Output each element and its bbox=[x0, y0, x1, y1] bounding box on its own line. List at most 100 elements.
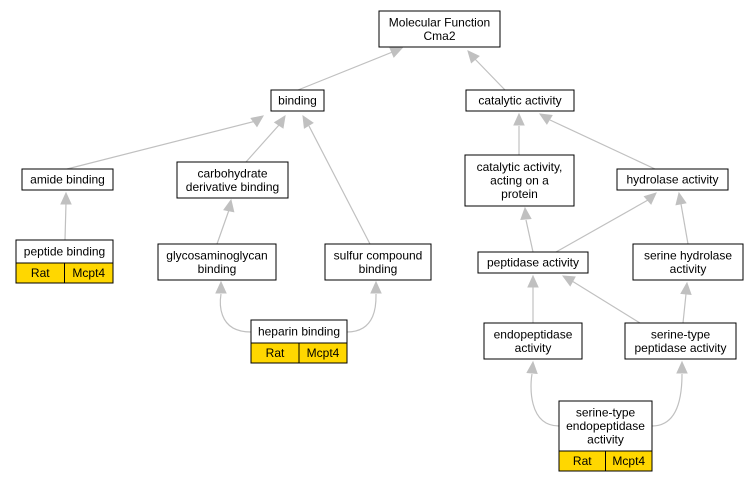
node-box bbox=[483, 322, 583, 360]
node-box bbox=[616, 168, 729, 191]
arrowhead bbox=[538, 113, 553, 125]
node-box bbox=[157, 243, 277, 281]
arrowhead bbox=[676, 360, 688, 374]
arrowhead bbox=[467, 50, 480, 64]
node-label-line: endopeptidase bbox=[566, 419, 645, 433]
node-peptidase[interactable]: peptidase activity bbox=[477, 251, 589, 274]
edge-serhydro-hydro bbox=[675, 191, 689, 245]
tag-cell bbox=[605, 450, 653, 472]
edge-peptide-amide bbox=[60, 191, 72, 241]
tag-label: Mcpt4 bbox=[307, 346, 340, 360]
node-binding[interactable]: binding bbox=[270, 89, 325, 112]
tag-label: Mcpt4 bbox=[72, 266, 105, 280]
node-label-line: activity bbox=[670, 262, 707, 276]
node-label-line: catalytic activity bbox=[478, 94, 561, 108]
arrowhead bbox=[675, 191, 687, 206]
node-box bbox=[176, 161, 289, 199]
arrowhead bbox=[273, 114, 286, 129]
arrowhead bbox=[60, 191, 72, 205]
tag-label: Rat bbox=[266, 346, 285, 360]
arrowhead bbox=[520, 206, 532, 220]
arrowhead bbox=[513, 112, 525, 126]
node-box bbox=[465, 89, 575, 112]
node-label-line: binding bbox=[198, 262, 237, 276]
node-box bbox=[21, 168, 114, 191]
arrowhead bbox=[643, 192, 657, 205]
tag-label: Rat bbox=[573, 454, 592, 468]
node-label-line: hydrolase activity bbox=[626, 173, 718, 187]
node-catalytic[interactable]: catalytic activity bbox=[465, 89, 575, 112]
node-amide[interactable]: amide binding bbox=[21, 168, 114, 191]
node-box bbox=[477, 251, 589, 274]
node-hydrolase[interactable]: hydrolase activity bbox=[616, 168, 729, 191]
edge-catalytic-mf bbox=[467, 50, 506, 91]
edge-gag-carbo bbox=[216, 198, 235, 245]
node-box bbox=[558, 400, 653, 452]
tag-cell bbox=[64, 262, 114, 284]
node-label-line: heparin binding bbox=[258, 325, 340, 339]
node-label-line: serine-type bbox=[651, 327, 711, 341]
node-label-line: endopeptidase bbox=[494, 327, 573, 341]
arrowhead bbox=[561, 275, 576, 287]
node-label-line: peptide binding bbox=[24, 245, 105, 259]
node-label-line: carbohydrate bbox=[197, 166, 267, 180]
edge-peptidase-catp bbox=[520, 206, 534, 253]
edge-heparin-gag bbox=[215, 280, 252, 333]
node-box bbox=[270, 89, 325, 112]
node-label-line: peptidase activity bbox=[487, 256, 579, 270]
edge-serpep-serhydro bbox=[680, 281, 692, 324]
edge-peptidase-hydro bbox=[555, 192, 657, 253]
edge-hydrolase-cat bbox=[538, 113, 656, 170]
tag-label: Mcpt4 bbox=[612, 454, 645, 468]
node-label-line: glycosaminoglycan bbox=[166, 248, 267, 262]
node-box bbox=[464, 154, 575, 207]
node-box bbox=[378, 10, 501, 48]
arrowhead bbox=[302, 114, 314, 129]
node-box bbox=[632, 243, 744, 281]
edge-sulfur-binding bbox=[302, 114, 371, 245]
arrowhead bbox=[370, 280, 382, 294]
node-box bbox=[624, 322, 737, 360]
edge-serpep-peptidase bbox=[561, 275, 641, 324]
node-box bbox=[324, 243, 432, 281]
tag-cell bbox=[298, 342, 348, 364]
edge-cat_protein-cat bbox=[513, 112, 525, 155]
node-label-line: serine hydrolase bbox=[644, 248, 732, 262]
node-label-line: acting on a bbox=[490, 174, 549, 188]
node-label-line: peptidase activity bbox=[634, 341, 726, 355]
edges-layer bbox=[60, 47, 692, 427]
node-label-line: amide binding bbox=[30, 173, 105, 187]
arrowhead bbox=[223, 198, 235, 213]
node-label-line: serine-type bbox=[576, 406, 636, 420]
arrowhead bbox=[215, 280, 227, 294]
node-label-line: binding bbox=[278, 94, 317, 108]
node-label-line: sulfur compound bbox=[334, 248, 423, 262]
arrowhead bbox=[680, 281, 692, 295]
node-label-line: derivative binding bbox=[186, 180, 279, 194]
node-label-line: catalytic activity, bbox=[477, 160, 563, 174]
node-label-line: activity bbox=[515, 341, 552, 355]
node-label-line: protein bbox=[501, 187, 538, 201]
arrowhead bbox=[526, 360, 538, 374]
edge-serendo-endopep bbox=[526, 360, 560, 427]
arrowhead bbox=[389, 47, 404, 58]
node-label-line: activity bbox=[587, 433, 624, 447]
arrowhead bbox=[527, 274, 539, 288]
node-label-line: binding bbox=[359, 262, 398, 276]
node-label-line: Cma2 bbox=[423, 29, 455, 43]
edge-binding-mf bbox=[297, 47, 404, 91]
arrowhead bbox=[250, 115, 264, 128]
edge-endopep-peptidase bbox=[527, 274, 539, 323]
